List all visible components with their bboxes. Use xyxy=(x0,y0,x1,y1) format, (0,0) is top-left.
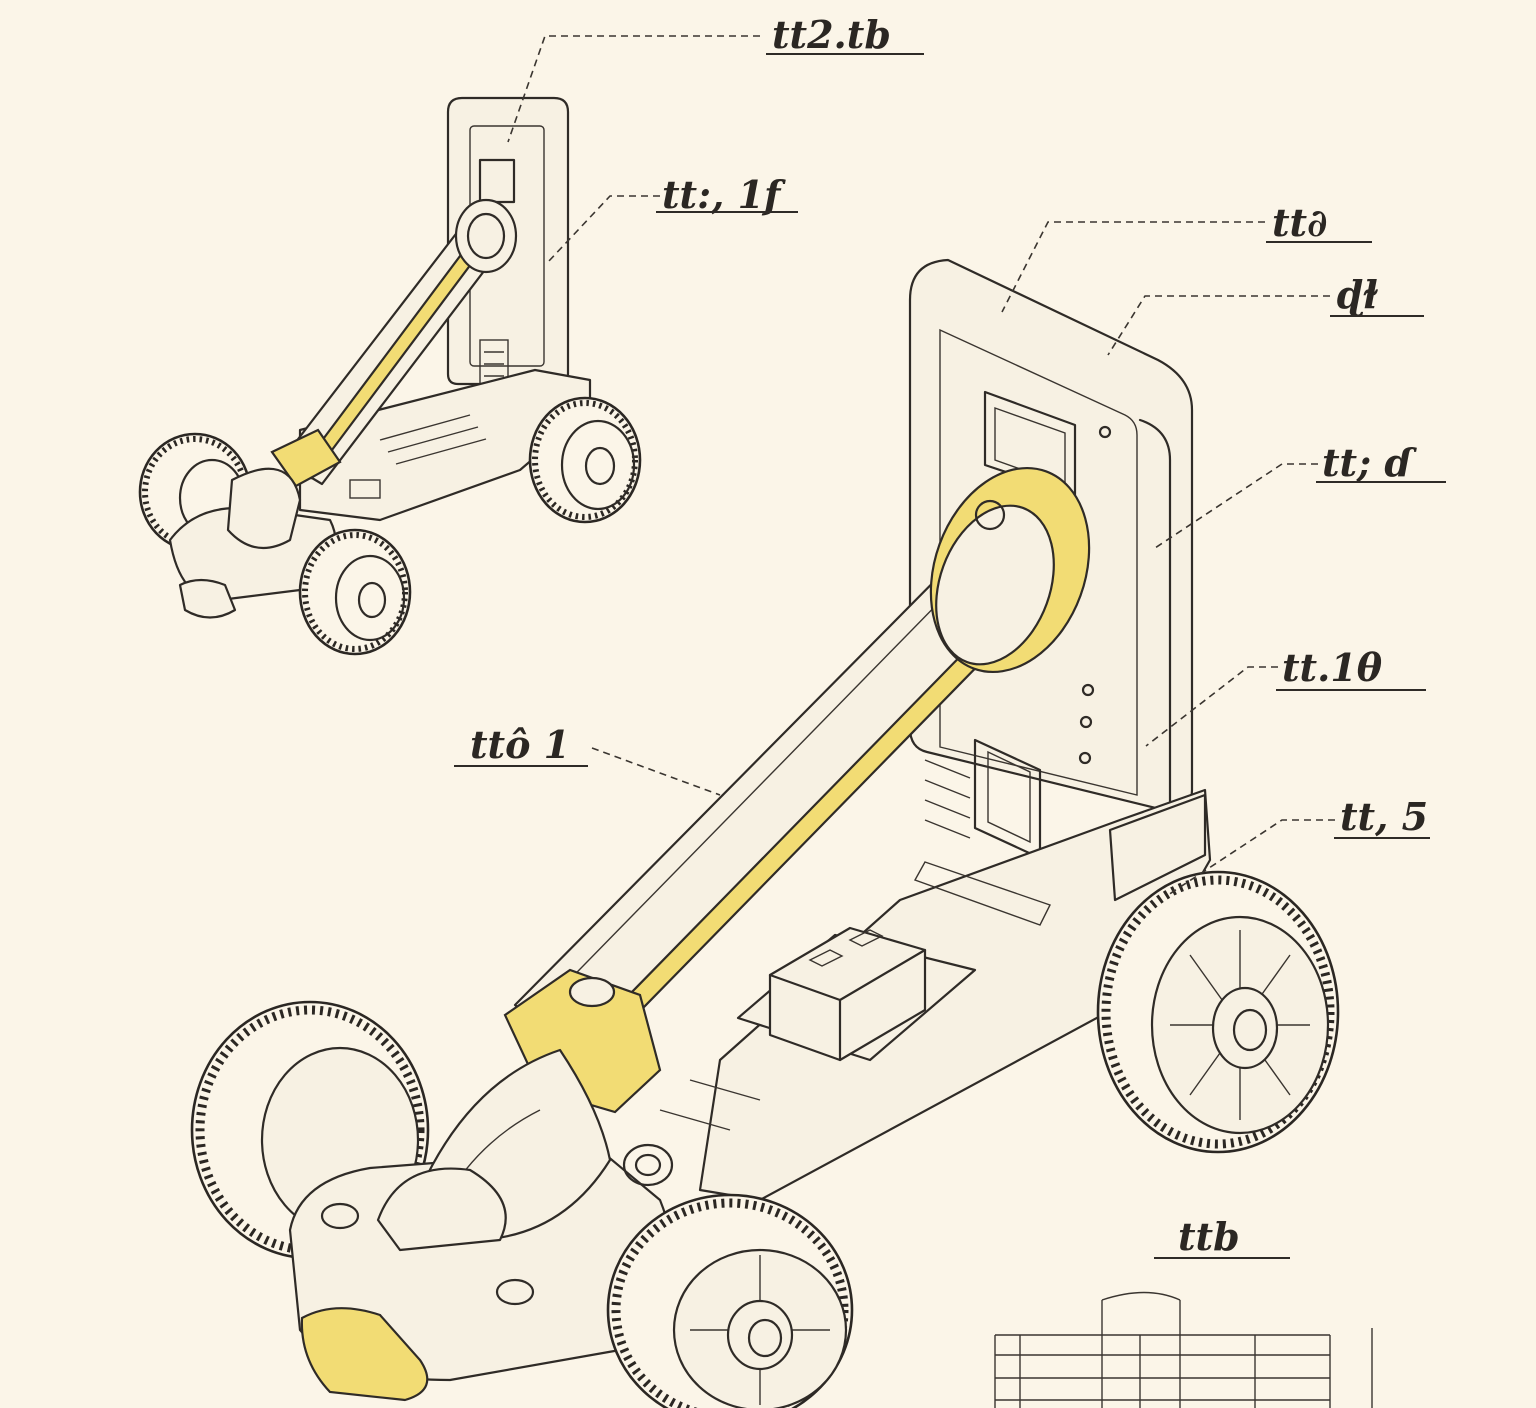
callout-large-side: tt.1θ xyxy=(1282,645,1383,690)
callout-large-head: tt∂ xyxy=(1272,200,1327,245)
callout-labels: tt2.tb tt:, 1f tt∂ ɖɫ tt; ɗ tt.1θ tt, 5 … xyxy=(454,12,1446,1259)
small-cart-figure xyxy=(138,96,642,656)
callout-large-edge: tt; ɗ xyxy=(1322,440,1417,485)
callout-small-stand: tt:, 1f xyxy=(662,172,786,217)
callout-large-panel: ɖɫ xyxy=(1336,272,1379,317)
callout-detail: ttb xyxy=(1178,1214,1240,1259)
leader-lines xyxy=(507,35,1335,896)
large-cart-figure xyxy=(190,258,1340,1408)
detail-grid-figure xyxy=(994,1291,1373,1408)
callout-top-small: tt2.tb xyxy=(772,12,891,57)
callout-large-base: tt, 5 xyxy=(1340,794,1428,839)
callout-boom: ttô 1 xyxy=(470,722,570,767)
